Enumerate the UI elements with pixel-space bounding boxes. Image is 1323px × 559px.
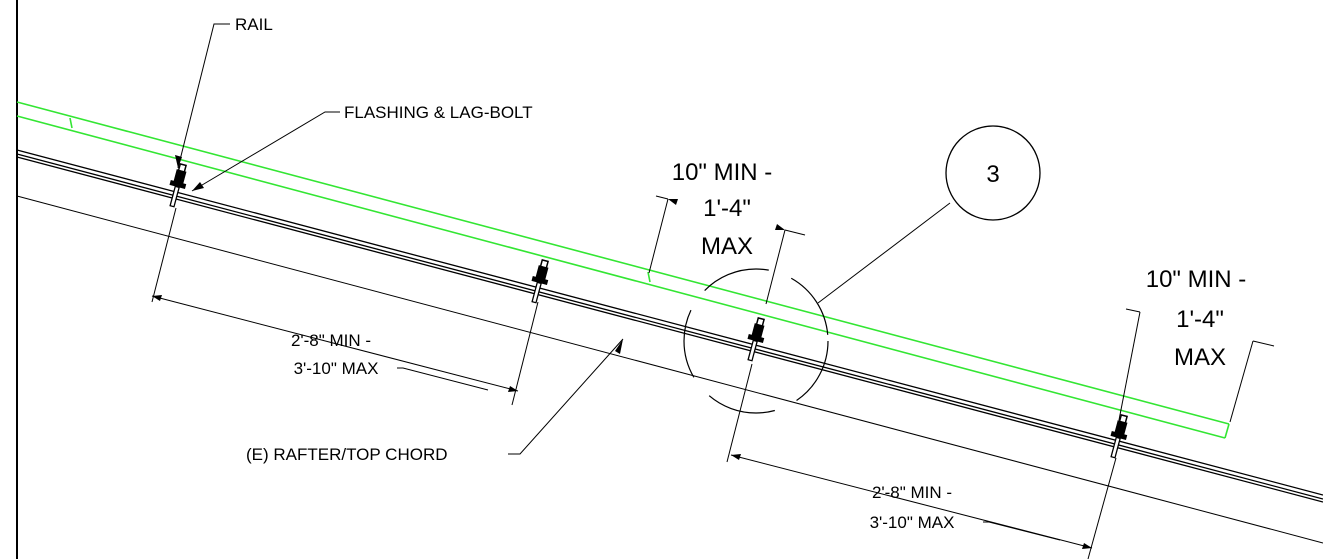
leader-flashing <box>191 111 340 192</box>
dim-overhang-end-line1: 10" MIN - <box>1146 266 1247 293</box>
callout-number: 3 <box>986 161 999 188</box>
dim-spacing-right <box>726 363 1117 559</box>
dim-spacing-left-line1: 2'-8" MIN - <box>291 331 371 350</box>
dim-overhang-end <box>1118 308 1275 423</box>
dim-overhang-end-line2: 1'-4" <box>1176 306 1224 333</box>
rafter <box>16 149 1323 544</box>
dim-spacing-right-line2: 3'-10" MAX <box>870 513 955 532</box>
detail-callout <box>683 125 1041 414</box>
dim-overhang-mid-line3: MAX <box>701 233 753 260</box>
dim-spacing-right-line1: 2'-8" MIN - <box>872 483 952 502</box>
mount-4 <box>1104 412 1133 461</box>
dim-overhang-mid <box>648 195 806 305</box>
dim-overhang-end-line3: MAX <box>1174 344 1226 371</box>
label-flashing: FLASHING & LAG-BOLT <box>344 103 533 122</box>
mount-3 <box>741 315 770 364</box>
label-rafter: (E) RAFTER/TOP CHORD <box>246 445 448 464</box>
dim-overhang-mid-line1: 10" MIN - <box>672 159 773 186</box>
dim-spacing-left-line2: 3'-10" MAX <box>294 359 379 378</box>
leader-rafter <box>508 338 624 455</box>
label-rail: RAIL <box>235 15 273 34</box>
dim-spacing-left <box>151 207 539 406</box>
dim-overhang-mid-line2: 1'-4" <box>703 195 751 222</box>
leader-rail <box>175 23 230 169</box>
pv-rail <box>16 101 1230 439</box>
callout-bubble <box>945 125 1041 221</box>
